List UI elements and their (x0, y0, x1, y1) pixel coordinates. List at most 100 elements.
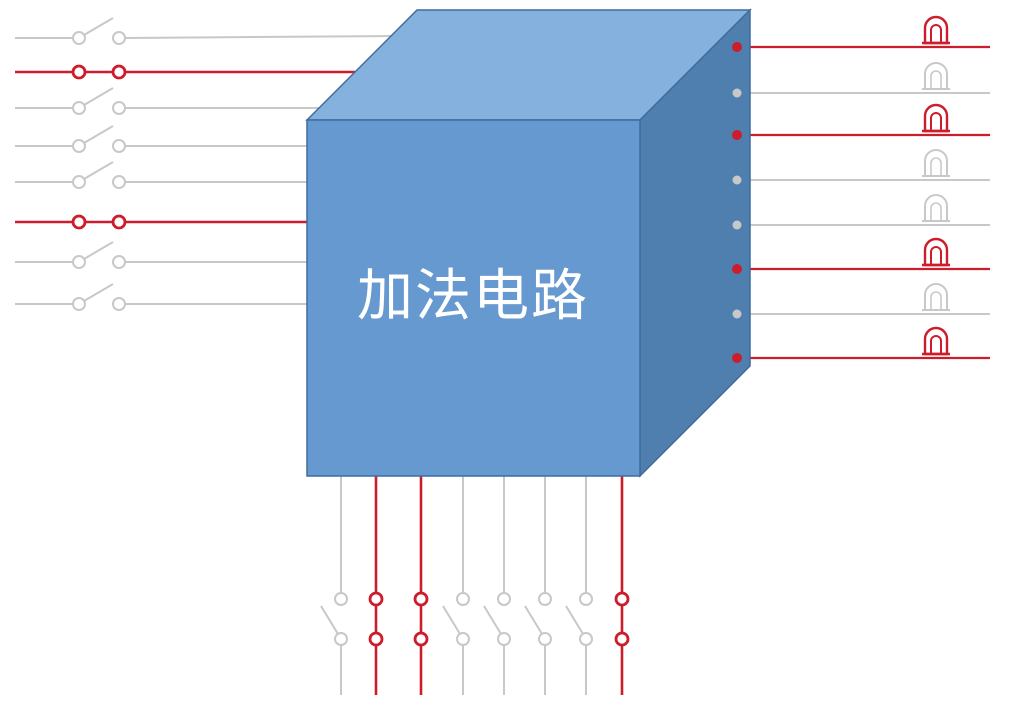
left-switch-5 (15, 161, 307, 189)
output-terminal-dot (732, 264, 742, 274)
output-terminal-dot (732, 88, 742, 98)
output-led-7 (737, 283, 990, 315)
left-switch-6 (15, 214, 307, 230)
switch-contact (413, 591, 429, 607)
left-switch-8 (15, 283, 307, 311)
switch-blade-open (565, 605, 584, 635)
bottom-switch-2 (368, 476, 384, 695)
switch-contact (111, 214, 127, 230)
output-leds (737, 15, 990, 360)
led-icon (924, 283, 948, 311)
led-inner-arch (930, 291, 942, 310)
switch-contact (368, 631, 384, 647)
left-switch-3 (15, 87, 323, 115)
led-icon (924, 149, 948, 177)
led-icon (923, 103, 949, 133)
led-inner-arch (930, 70, 942, 89)
output-terminal-dot (732, 220, 742, 230)
switch-contact (538, 592, 552, 606)
output-terminals (732, 42, 742, 363)
output-terminal-dot (732, 309, 742, 319)
led-inner-arch (930, 202, 942, 221)
switch-contact (72, 101, 86, 115)
switch-contact (614, 631, 630, 647)
output-led-2 (737, 62, 990, 94)
led-inner-arch (930, 157, 942, 176)
switch-contact (72, 255, 86, 269)
switch-contact (456, 632, 470, 646)
bottom-input-switches (320, 476, 630, 695)
switch-contact (413, 631, 429, 647)
output-led-8 (737, 326, 990, 360)
switch-contact (614, 591, 630, 607)
switch-blade-open (83, 87, 114, 106)
switch-contact (112, 175, 126, 189)
switch-blade-open (442, 605, 461, 635)
switch-contact (497, 632, 511, 646)
switch-contact (112, 31, 126, 45)
bottom-switch-3 (413, 476, 429, 695)
output-terminal-dot (732, 353, 742, 363)
cube-front-face (306, 119, 641, 477)
adder-cube: 加法电路 (305, 8, 752, 478)
output-led-1 (737, 15, 990, 49)
led-inner-arch (930, 24, 942, 43)
switch-contact (497, 592, 511, 606)
output-led-5 (737, 194, 990, 226)
switch-contact (72, 31, 86, 45)
switch-contact (334, 632, 348, 646)
circuit-title: 加法电路 (357, 264, 589, 329)
led-inner-arch (930, 335, 942, 354)
led-icon (924, 194, 948, 222)
output-led-4 (737, 149, 990, 181)
left-switch-7 (15, 241, 307, 269)
switch-contact (72, 297, 86, 311)
left-wire-out (124, 35, 394, 39)
output-terminal-dot (732, 42, 742, 52)
switch-blade-open (483, 605, 502, 635)
bottom-switch-8 (614, 476, 630, 695)
switch-contact (71, 64, 87, 80)
switch-blade-open (320, 605, 339, 635)
bottom-switch-1 (320, 476, 348, 695)
switch-contact (456, 592, 470, 606)
switch-contact (579, 632, 593, 646)
switch-blade-open (524, 605, 543, 635)
left-input-switches (15, 17, 394, 311)
switch-contact (72, 175, 86, 189)
bottom-switch-7 (565, 476, 593, 695)
led-icon (924, 62, 948, 90)
output-terminal-dot (732, 130, 742, 140)
led-icon (923, 326, 949, 356)
switch-blade-open (83, 283, 114, 302)
switch-contact (334, 592, 348, 606)
output-terminal-dot (732, 175, 742, 185)
switch-contact (72, 139, 86, 153)
switch-contact (71, 214, 87, 230)
switch-contact (112, 139, 126, 153)
led-icon (923, 15, 949, 45)
switch-contact (368, 591, 384, 607)
switch-contact (112, 255, 126, 269)
bottom-switch-4 (442, 476, 470, 695)
led-icon (923, 237, 949, 267)
switch-blade-open (83, 17, 114, 36)
switch-contact (579, 592, 593, 606)
output-led-6 (737, 237, 990, 271)
switch-contact (112, 101, 126, 115)
switch-contact (111, 64, 127, 80)
led-inner-arch (930, 112, 942, 131)
bottom-switch-6 (524, 476, 552, 695)
left-switch-4 (15, 125, 307, 153)
bottom-switch-5 (483, 476, 511, 695)
left-switch-1 (15, 17, 394, 45)
output-led-3 (737, 103, 990, 137)
switch-contact (538, 632, 552, 646)
switch-blade-open (83, 161, 114, 180)
switch-contact (112, 297, 126, 311)
led-inner-arch (930, 246, 942, 265)
switch-blade-open (83, 125, 114, 144)
left-switch-2 (15, 64, 359, 80)
switch-blade-open (83, 241, 114, 260)
